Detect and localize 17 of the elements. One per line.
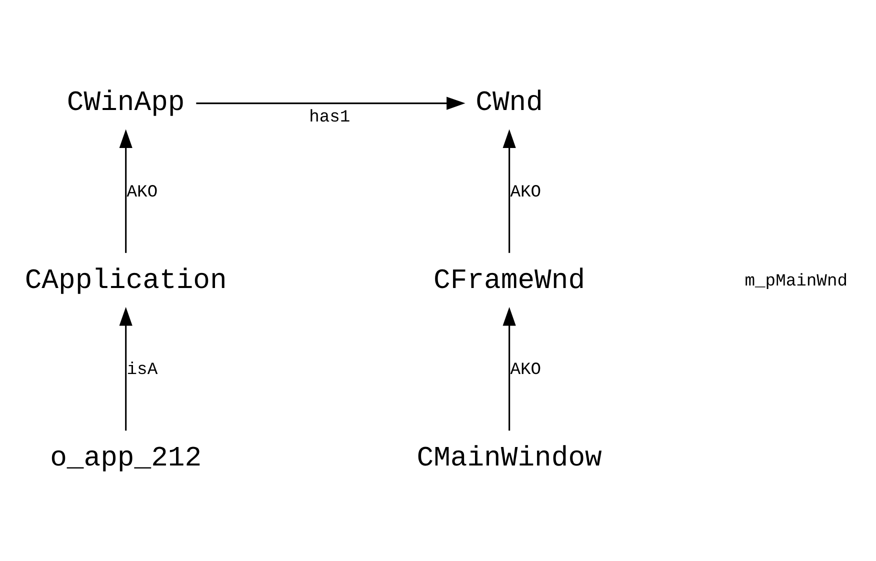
node-text: CWnd	[476, 88, 543, 119]
node-text: CApplication	[24, 265, 227, 296]
edge-label: AKO	[126, 183, 158, 202]
edge-label: has1	[309, 108, 350, 128]
arrow	[196, 96, 466, 110]
node-text: CMainWindow	[416, 443, 602, 474]
label: m_pMainWnd	[744, 272, 848, 291]
arrow	[502, 306, 516, 430]
node-text: CWinApp	[66, 88, 185, 119]
node-text: o_app_212	[50, 443, 202, 474]
edge-label: AKO	[510, 183, 542, 202]
node-text: CFrameWnd	[434, 265, 586, 296]
edge-label: isA	[126, 360, 158, 380]
edge-label: AKO	[510, 360, 542, 380]
arrow	[119, 128, 132, 252]
arrow	[502, 128, 516, 252]
arrow	[119, 306, 132, 430]
